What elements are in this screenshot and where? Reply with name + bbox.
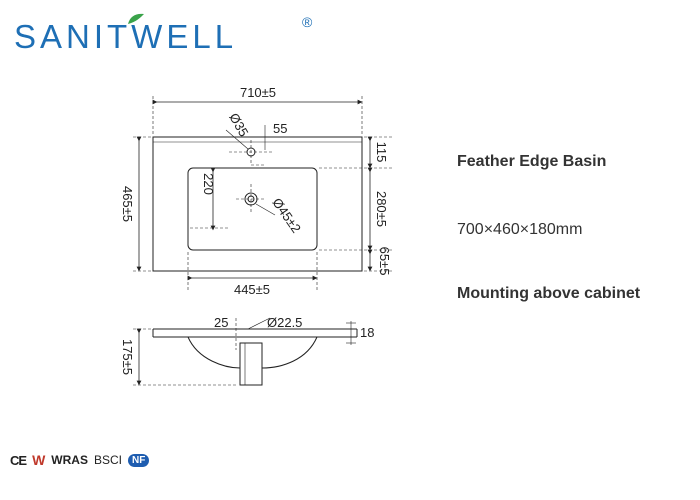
dim-rim: 18 [360,325,374,340]
dim-bowl-depth: 280±5 [374,191,389,227]
cert-nf: NF [127,453,150,467]
brand-logo: SANITWELL ® [14,12,314,62]
dim-drain: Ø45±2 [269,195,304,235]
side-view [133,317,358,386]
dim-overall-width: 710±5 [240,85,276,100]
dim-bowl-width: 445±5 [234,282,270,297]
dim-overflow-hole: Ø22.5 [267,315,302,330]
cert-w: W [32,452,46,468]
dim-tap-offset: 55 [273,121,287,136]
basin-outline [152,136,363,272]
product-title: Feather Edge Basin [457,153,607,170]
top-view [133,96,392,290]
dim-tap-hole: Ø35 [226,110,251,139]
dim-front-margin: 65±5 [377,247,392,276]
bowl-outline [187,167,318,251]
dim-back-margin: 115 [374,142,389,163]
cert-wras: WRAS [51,453,88,467]
cert-ce: CE [10,452,27,468]
cert-bsci: BSCI [93,453,122,467]
brand-name: SANITWELL [14,18,238,55]
certification-logos: CE W WRAS BSCI NF [10,452,150,468]
product-dimensions: 700×460×180mm [457,221,583,238]
dim-overflow-offset: 25 [214,315,228,330]
leaf-icon [128,13,144,24]
registered-mark: ® [302,14,313,30]
product-mounting: Mounting above cabinet [457,285,641,302]
dim-overall-depth: 465±5 [120,186,135,222]
dim-bowl-side: 220 [201,173,216,195]
dim-height: 175±5 [120,339,135,375]
